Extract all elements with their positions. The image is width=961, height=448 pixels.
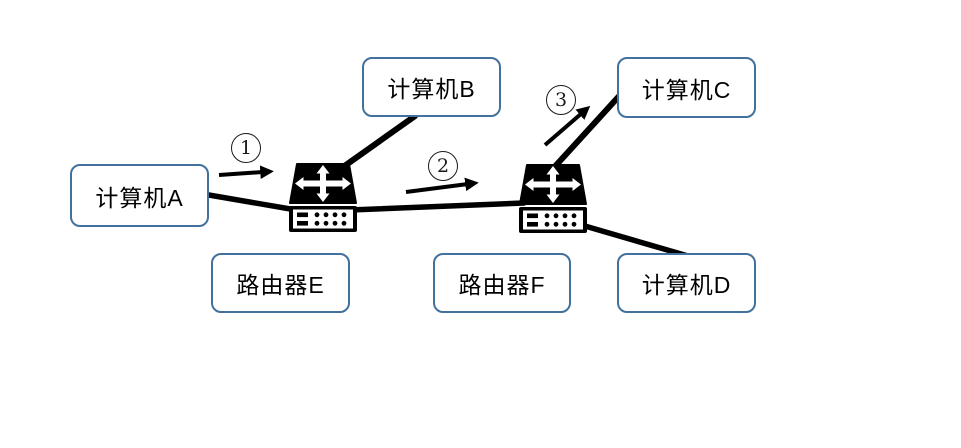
node-computer-d: 计算机D [617, 253, 756, 313]
node-label: 计算机A [95, 184, 184, 211]
node-computer-c: 计算机C [617, 57, 756, 118]
node-label: 路由器F [458, 272, 546, 298]
node-router-e-label: 路由器E [211, 253, 350, 313]
node-computer-b: 计算机B [362, 57, 501, 117]
step-arrow-2 [405, 177, 479, 194]
link-computer-b-router-e [333, 113, 418, 175]
link-router-f-computer-d [575, 221, 691, 259]
node-computer-a: 计算机A [70, 164, 209, 227]
step-marker-2: 2 [428, 151, 458, 181]
node-label: 计算机C [641, 76, 732, 103]
link-router-e-router-f [347, 200, 527, 213]
node-label: 计算机D [641, 272, 732, 298]
link-computer-c-router-f [546, 91, 624, 176]
link-computer-a-router-e [200, 191, 305, 214]
node-label: 计算机B [387, 76, 476, 102]
step-marker-3: 3 [546, 85, 576, 115]
router-icon [518, 164, 588, 234]
node-label: 路由器E [236, 272, 325, 298]
step-arrow-3 [543, 105, 591, 147]
router-icon [288, 163, 358, 233]
step-arrow-1 [218, 165, 274, 179]
step-marker-1: 1 [231, 133, 261, 163]
node-router-f-label: 路由器F [433, 253, 571, 313]
